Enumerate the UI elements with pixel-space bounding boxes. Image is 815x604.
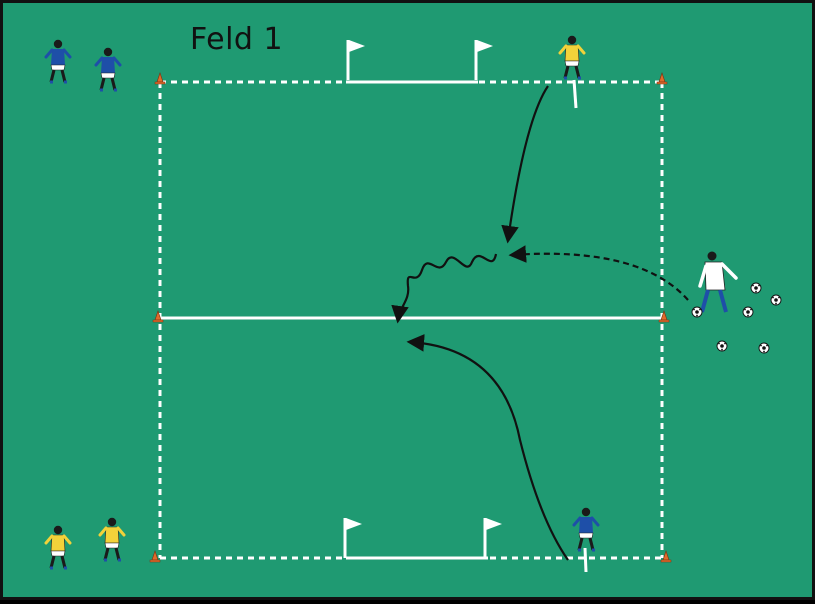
- flag-pole: [572, 79, 578, 109]
- soccer-ball-icon: [742, 306, 754, 318]
- field-title: Feld 1: [190, 22, 284, 57]
- run-arrow-bottom: [406, 334, 569, 561]
- flag-pole: [583, 547, 588, 573]
- soccer-ball-icon: [716, 340, 728, 352]
- field-boundary: [158, 80, 664, 560]
- dribble-arrow: [391, 253, 498, 324]
- run-arrow-top: [501, 85, 549, 244]
- soccer-ball-icon: [691, 306, 703, 318]
- coach-icon: [698, 251, 738, 313]
- soccer-ball-icon: [758, 342, 770, 354]
- pitch-grass: [3, 3, 812, 597]
- soccer-ball-icon: [770, 294, 782, 306]
- soccer-ball-icon: [750, 282, 762, 294]
